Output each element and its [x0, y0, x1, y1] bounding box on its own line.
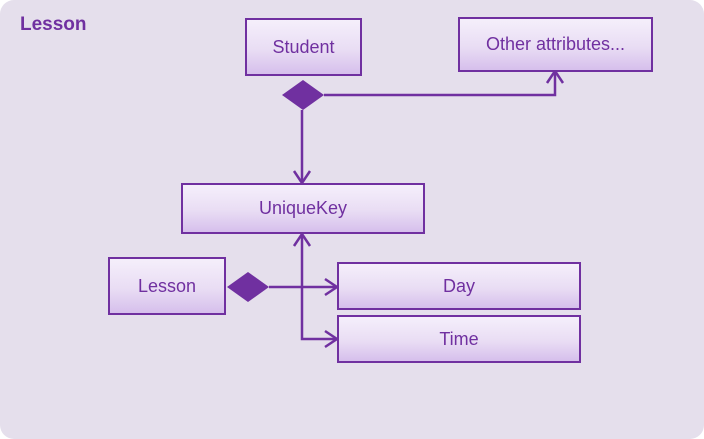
other-attributes-box: Other attributes... — [458, 17, 653, 72]
lesson-composition-diamond — [227, 272, 269, 302]
uniquekey-to-time-line — [300, 235, 336, 341]
student-box: Student — [245, 18, 362, 76]
diagram-title: Lesson — [20, 14, 87, 35]
student-composition-diamond — [282, 80, 324, 110]
unique-key-box: UniqueKey — [181, 183, 425, 234]
day-box: Day — [337, 262, 581, 310]
lesson-box: Lesson — [108, 257, 226, 315]
student-to-attributes-line — [324, 73, 557, 97]
time-box: Time — [337, 315, 581, 363]
uniquekey-arrowhead-bottom — [292, 231, 312, 247]
